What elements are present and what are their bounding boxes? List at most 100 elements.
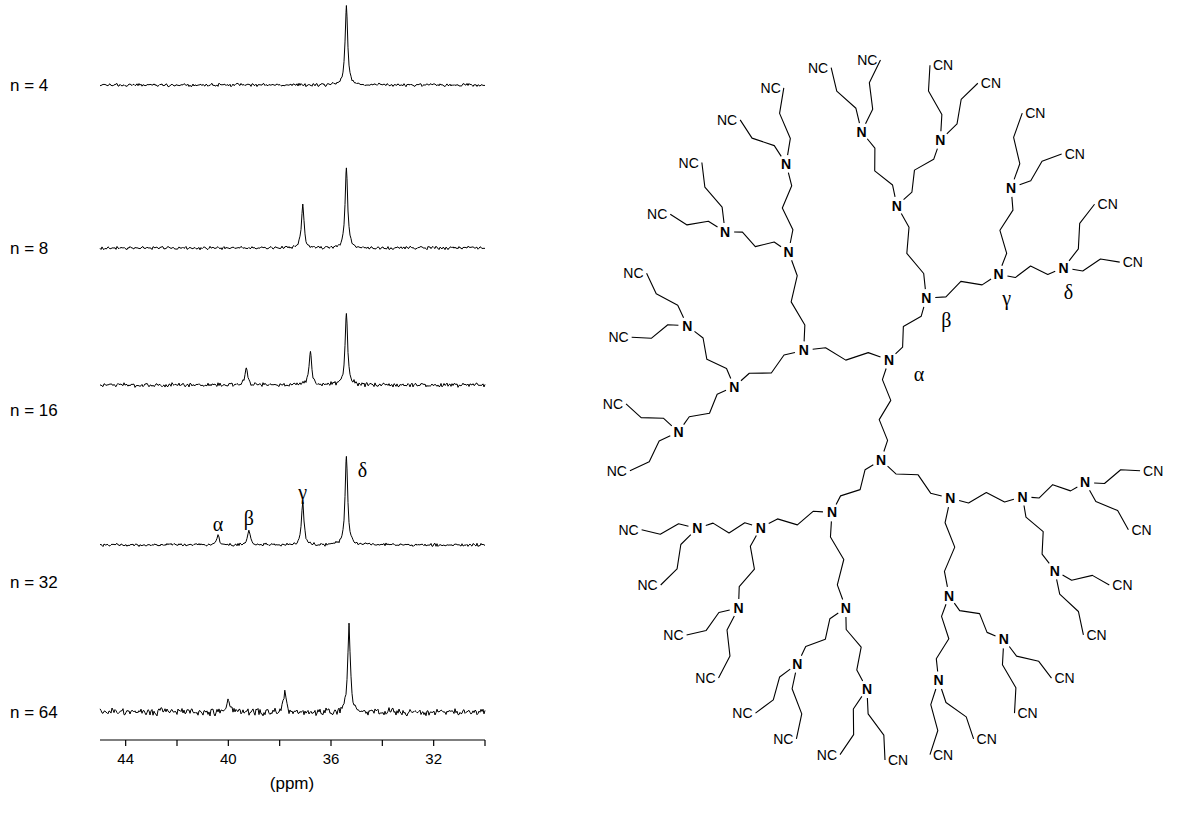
- nitrile-label: NC: [647, 207, 667, 221]
- bond-line: [928, 65, 941, 131]
- bond-line: [769, 511, 823, 525]
- axis-tick: [484, 740, 485, 746]
- bond-line: [626, 404, 672, 426]
- atom-label: N: [999, 632, 1009, 646]
- nitrile-label: CN: [1098, 197, 1118, 211]
- axis-tick: [382, 740, 383, 746]
- bond-line: [647, 273, 684, 317]
- axis-tick: [176, 740, 177, 746]
- bond-line: [888, 466, 942, 496]
- nitrile-label: NC: [679, 156, 699, 170]
- atom-label: N: [862, 682, 872, 696]
- bond-line: [791, 260, 805, 341]
- bond-line: [1020, 154, 1062, 185]
- bond-line: [670, 214, 717, 227]
- generation-label: β: [941, 310, 951, 330]
- bond-line: [954, 603, 995, 636]
- bond-line: [1009, 647, 1051, 679]
- atom-label: N: [733, 601, 743, 615]
- nitrile-label: CN: [981, 76, 1001, 90]
- axis-tick: [228, 740, 229, 746]
- bond-line: [1014, 113, 1023, 179]
- bond-line: [1063, 575, 1110, 585]
- nmr-trace: [100, 456, 485, 546]
- axis-tick: [330, 740, 331, 746]
- bond-line: [1002, 648, 1015, 713]
- bond-line: [930, 689, 938, 755]
- bond-line: [867, 139, 895, 197]
- atom-label: N: [799, 343, 809, 357]
- dendrimer-structure: [626, 60, 1140, 760]
- bond-line: [1024, 506, 1049, 564]
- bond-line: [1069, 204, 1094, 261]
- bond-line: [1000, 197, 1013, 266]
- bond-line: [792, 673, 802, 739]
- atom-label: N: [921, 291, 931, 305]
- axis-tick-label: 32: [425, 751, 442, 766]
- atom-label: N: [994, 267, 1004, 281]
- nitrile-label: NC: [808, 61, 828, 75]
- bond-line: [896, 307, 924, 354]
- bond-line: [702, 163, 724, 223]
- bond-line: [741, 352, 795, 380]
- bond-line: [944, 507, 954, 587]
- ppm-axis: [100, 740, 485, 746]
- atom-label: N: [1006, 181, 1016, 195]
- spectrum-label: n = 4: [10, 77, 48, 94]
- axis-line: [100, 739, 485, 740]
- bond-line: [904, 149, 938, 200]
- bond-line: [630, 436, 670, 471]
- atom-label: N: [945, 491, 955, 505]
- bond-line: [632, 325, 679, 339]
- bond-line: [782, 173, 793, 243]
- nitrile-label: NC: [761, 81, 781, 95]
- axis-tick-label: 44: [117, 751, 134, 766]
- axis-tick: [433, 740, 434, 746]
- nitrile-label: NC: [817, 748, 837, 762]
- nitrile-label: NC: [732, 706, 752, 720]
- atom-label: N: [1050, 564, 1060, 578]
- atom-label: N: [792, 657, 802, 671]
- atom-label: N: [781, 157, 791, 171]
- bond-line: [1072, 259, 1119, 271]
- nitrile-label: CN: [1143, 464, 1163, 478]
- bond-line: [867, 698, 885, 760]
- bond-line: [1057, 579, 1084, 635]
- nitrile-label: NC: [607, 464, 627, 478]
- peak-label: α: [213, 514, 223, 534]
- generation-label: γ: [1002, 288, 1011, 308]
- nitrile-label: CN: [1123, 255, 1143, 269]
- atom-label: N: [856, 125, 866, 139]
- nmr-trace: [100, 168, 485, 250]
- bond-line: [801, 613, 838, 656]
- nitrile-label: NC: [608, 330, 628, 344]
- spectrum-label: n = 64: [10, 704, 58, 721]
- nitrile-label: CN: [1112, 578, 1132, 592]
- nmr-trace: [100, 6, 485, 87]
- nitrile-label: NC: [618, 523, 638, 537]
- bond-line: [840, 696, 862, 754]
- nitrile-label: CN: [933, 58, 953, 72]
- nmr-spectra: [100, 6, 485, 716]
- generation-label: α: [914, 364, 924, 384]
- bond-line: [740, 120, 781, 157]
- bond-line: [684, 390, 726, 424]
- bond-line: [719, 616, 735, 678]
- nitrile-label: NC: [623, 266, 643, 280]
- atom-label: N: [673, 425, 683, 439]
- nitrile-label: CN: [1054, 671, 1074, 685]
- atom-label: N: [729, 380, 739, 394]
- bond-line: [959, 493, 1014, 503]
- atom-label: N: [692, 521, 702, 535]
- atom-label: N: [935, 133, 945, 147]
- atom-label: N: [1017, 490, 1027, 504]
- bond-line: [941, 689, 973, 739]
- axis-tick-label: 40: [220, 751, 237, 766]
- nitrile-label: CN: [1025, 106, 1045, 120]
- peak-label: δ: [358, 460, 367, 480]
- bond-line: [846, 617, 863, 681]
- bond-line: [687, 610, 730, 635]
